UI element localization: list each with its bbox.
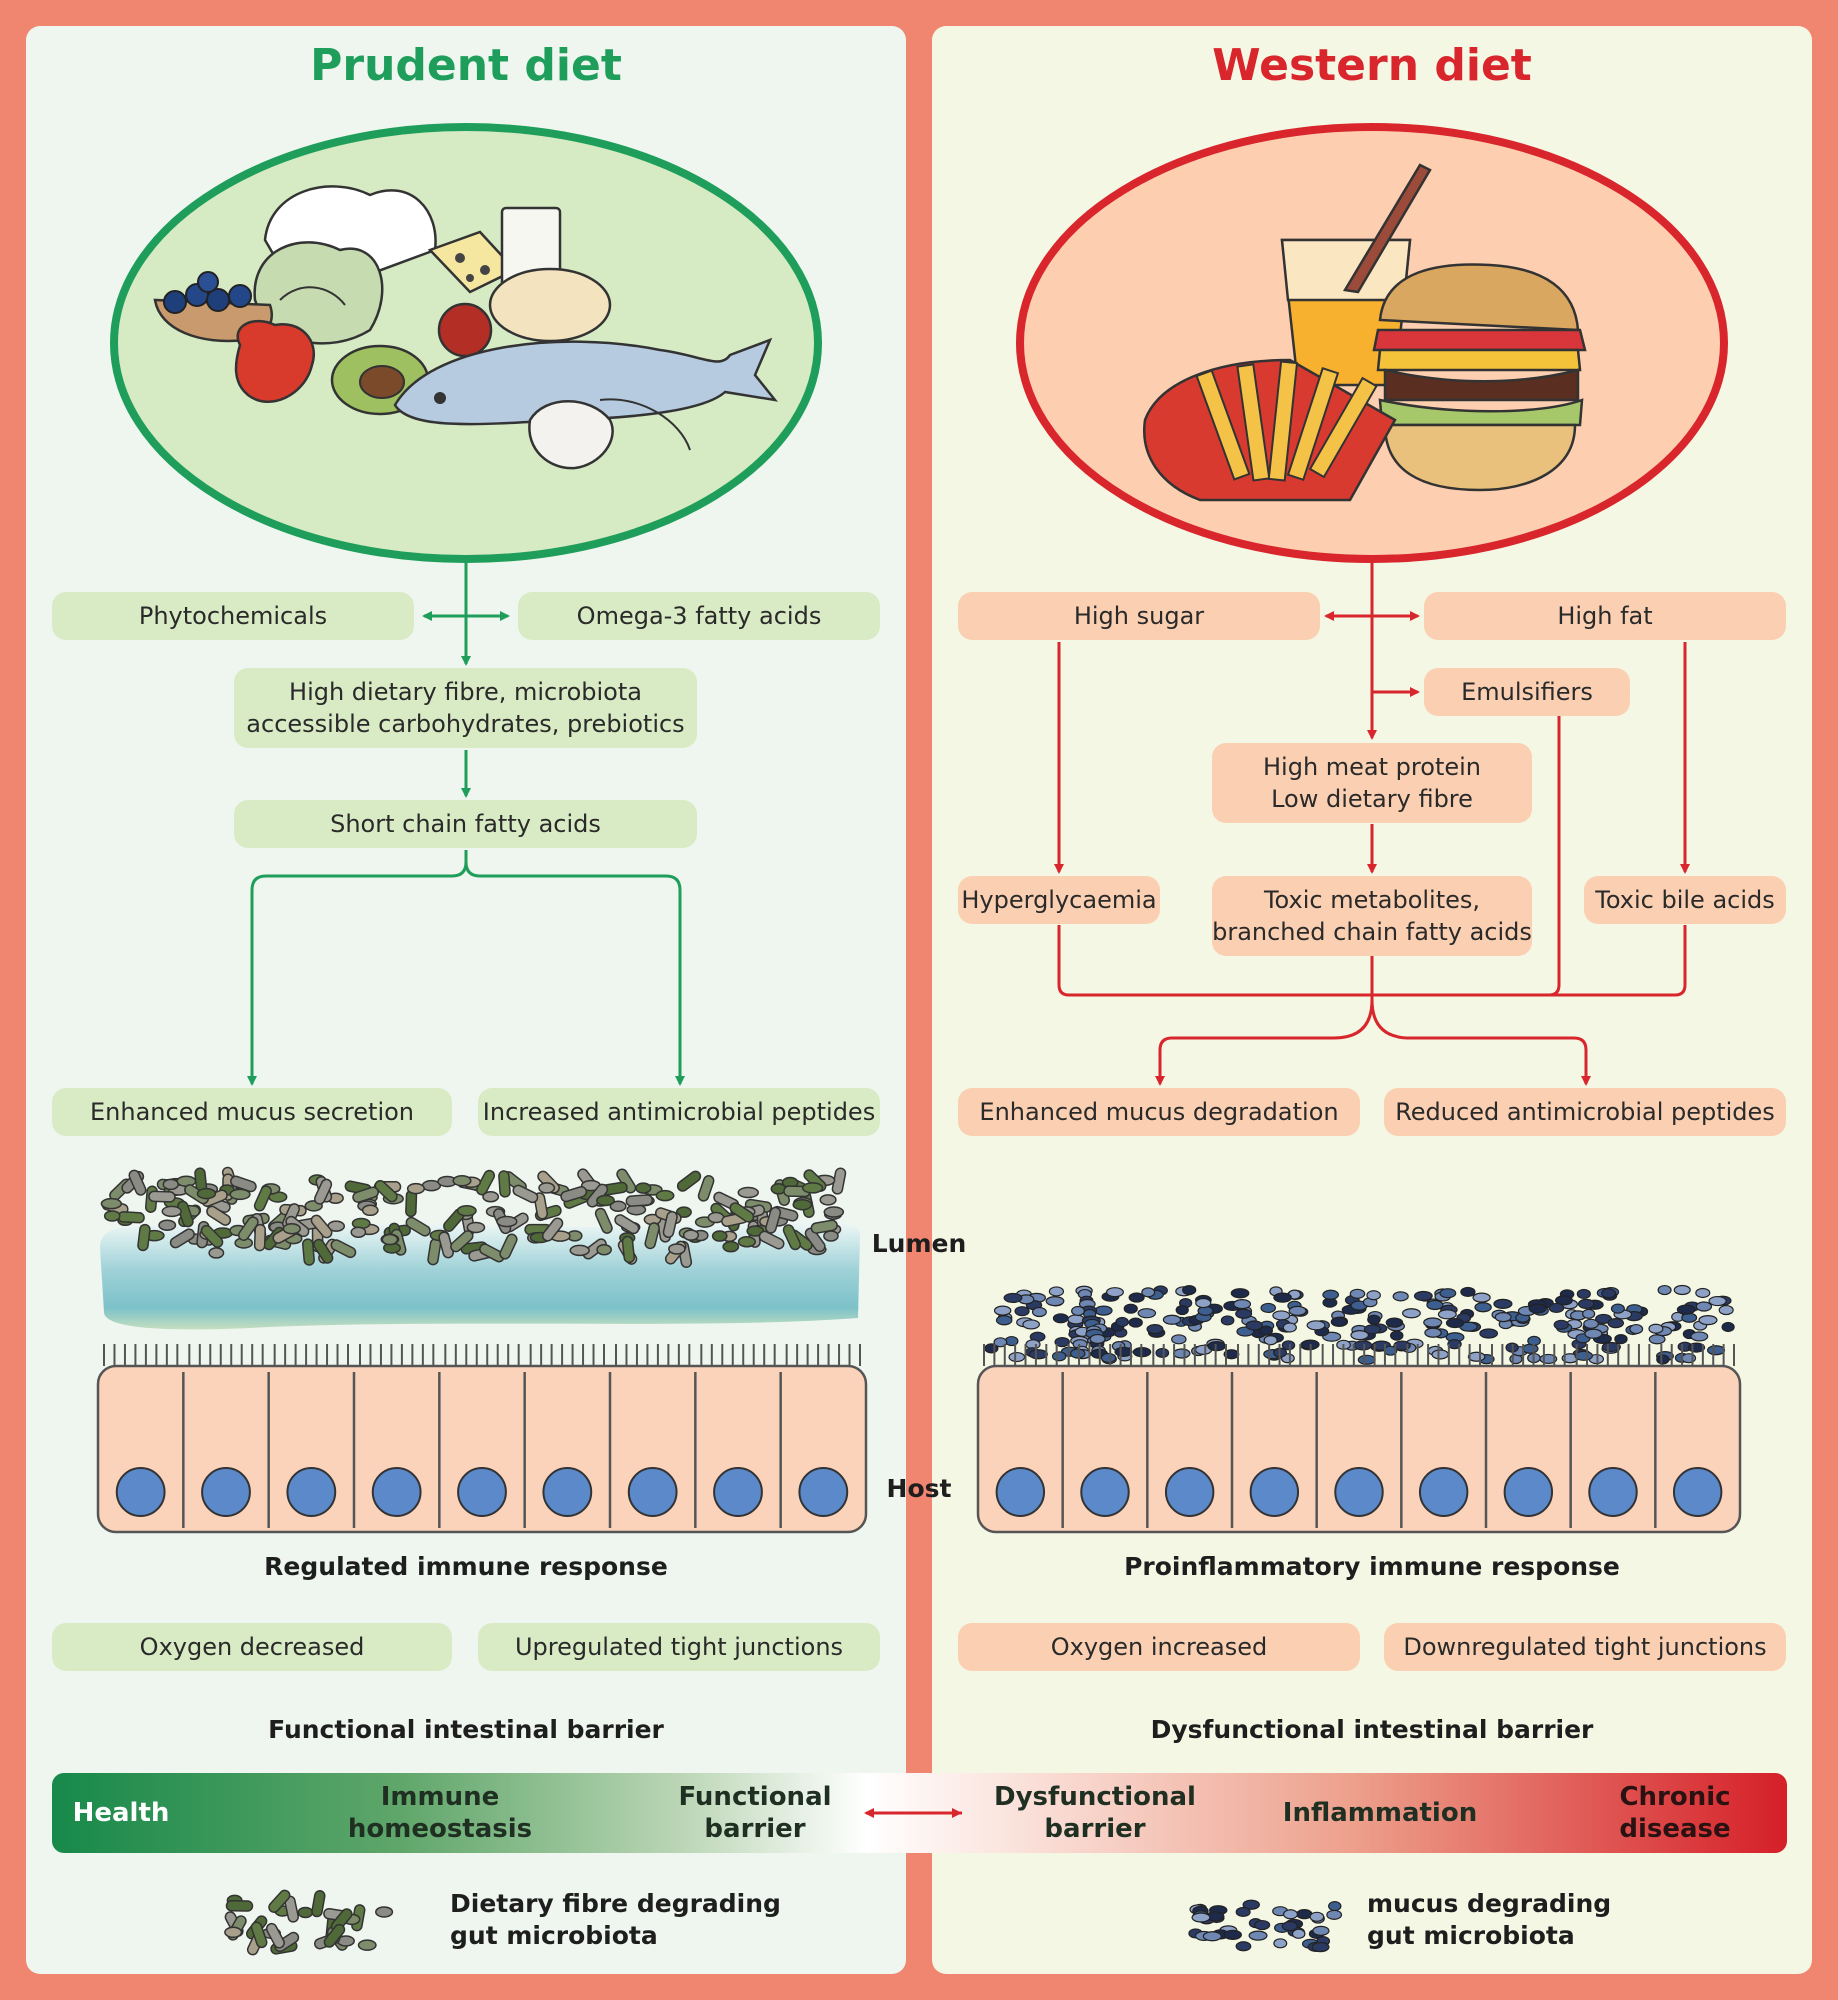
legend-fibre-line-2: gut microbiota: [450, 1921, 658, 1950]
fibre-line-1: High dietary fibre, microbiota: [289, 678, 642, 706]
lumen-label: Lumen: [871, 1229, 967, 1258]
tight-junctions-down-box: Downregulated tight junctions: [1384, 1623, 1786, 1671]
regulated-immune-label: Regulated immune response: [264, 1552, 668, 1581]
spectrum-chronic-line-2: disease: [1619, 1814, 1731, 1844]
meat-line-1: High meat protein: [1263, 753, 1481, 781]
mucus-degradation-box: Enhanced mucus degradation: [958, 1088, 1360, 1136]
spectrum-health: Health: [72, 1798, 170, 1828]
host-label: Host: [886, 1474, 952, 1503]
omega3-box: Omega-3 fatty acids: [518, 592, 880, 640]
inflamed-gut-illustration: [976, 1284, 1742, 1534]
fast-food-illustration: [1016, 123, 1728, 563]
oxygen-increased-box: Oxygen increased: [958, 1623, 1360, 1671]
spectrum-inflammation: Inflammation: [1282, 1798, 1478, 1828]
spectrum-immune-homeostasis: Immune homeostasis: [330, 1781, 550, 1845]
healthy-gut-illustration: [96, 1166, 868, 1534]
right-title: Western diet: [1212, 40, 1532, 91]
spectrum-dysfunctional-line-1: Dysfunctional: [994, 1782, 1196, 1812]
oxygen-decreased-box: Oxygen decreased: [52, 1623, 452, 1671]
spectrum-functional-barrier: Functional barrier: [665, 1781, 845, 1845]
tight-junctions-up-box: Upregulated tight junctions: [478, 1623, 880, 1671]
spectrum-functional-line-1: Functional: [678, 1782, 832, 1812]
phytochemicals-box: Phytochemicals: [52, 592, 414, 640]
left-title: Prudent diet: [310, 40, 622, 91]
proinflammatory-immune-label: Proinflammatory immune response: [1124, 1552, 1620, 1581]
spectrum-chronic-line-1: Chronic: [1619, 1782, 1731, 1812]
right-flow-arrows: [1054, 562, 1690, 1086]
emulsifiers-box: Emulsifiers: [1424, 668, 1630, 716]
antimicrobial-increase-box: Increased antimicrobial peptides: [478, 1088, 880, 1136]
healthy-food-illustration: [110, 123, 822, 563]
spectrum-functional-line-2: barrier: [704, 1814, 806, 1844]
high-sugar-box: High sugar: [958, 592, 1320, 640]
spectrum-dysfunctional-line-2: barrier: [1044, 1814, 1146, 1844]
antimicrobial-reduced-box: Reduced antimicrobial peptides: [1384, 1088, 1786, 1136]
meat-protein-box: High meat protein Low dietary fibre: [1212, 743, 1532, 823]
toxic-metabolites-box: Toxic metabolites, branched chain fatty …: [1212, 876, 1532, 956]
toxic-line-1: Toxic metabolites,: [1263, 886, 1481, 914]
mucus-microbiota-icon: [1188, 1899, 1343, 1953]
fibre-microbiota-icon: [224, 1889, 394, 1956]
meat-line-2: Low dietary fibre: [1271, 785, 1473, 813]
legend-fibre-text: Dietary fibre degrading gut microbiota: [450, 1888, 781, 1952]
legend-mucus-line-2: gut microbiota: [1367, 1921, 1575, 1950]
spectrum-chronic-disease: Chronic disease: [1600, 1781, 1750, 1845]
fibre-box: High dietary fibre, microbiota accessibl…: [234, 668, 697, 748]
legend-fibre-line-1: Dietary fibre degrading: [450, 1889, 781, 1918]
fibre-line-2: accessible carbohydrates, prebiotics: [246, 710, 685, 738]
spectrum-immune-line-2: homeostasis: [347, 1814, 533, 1844]
legend-mucus-line-1: mucus degrading: [1367, 1889, 1612, 1918]
hyperglycaemia-box: Hyperglycaemia: [958, 876, 1160, 924]
spectrum-dysfunctional-barrier: Dysfunctional barrier: [990, 1781, 1200, 1845]
toxic-line-2: branched chain fatty acids: [1212, 918, 1532, 946]
scfa-box: Short chain fatty acids: [234, 800, 697, 848]
mucus-secretion-box: Enhanced mucus secretion: [52, 1088, 452, 1136]
toxic-bile-acids-box: Toxic bile acids: [1584, 876, 1786, 924]
high-fat-box: High fat: [1424, 592, 1786, 640]
legend-mucus-text: mucus degrading gut microbiota: [1367, 1888, 1611, 1952]
dysfunctional-barrier-label: Dysfunctional intestinal barrier: [1150, 1715, 1594, 1744]
left-flow-arrows: [247, 562, 685, 1086]
spectrum-immune-line-1: Immune: [380, 1782, 500, 1812]
functional-barrier-label: Functional intestinal barrier: [268, 1715, 664, 1744]
